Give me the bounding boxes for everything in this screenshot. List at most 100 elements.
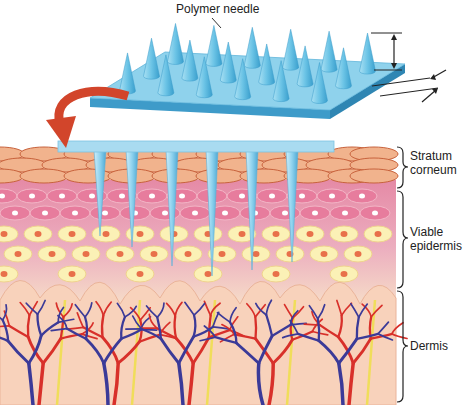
blood-vessel — [3, 305, 7, 320]
cell-nucleus — [375, 231, 382, 237]
cell-nucleus — [269, 194, 275, 199]
cell-nucleus — [185, 251, 192, 257]
blood-vessel — [29, 336, 41, 364]
corneocyte — [20, 169, 68, 183]
cell-nucleus — [239, 194, 245, 199]
epidermal-cell — [242, 246, 270, 262]
epidermal-cell — [257, 189, 287, 203]
polymer-needle — [283, 29, 299, 70]
blood-vessel — [85, 303, 92, 317]
skin-section — [0, 141, 407, 405]
epidermal-cell — [47, 189, 77, 203]
layer-bracket — [397, 291, 408, 402]
patch-base — [58, 141, 334, 152]
blood-vessel — [351, 304, 359, 318]
blood-vessel — [392, 323, 403, 334]
cell-nucleus — [307, 231, 314, 237]
blood-vessel — [104, 363, 108, 405]
blood-vessel — [266, 300, 271, 315]
polymer-needle — [235, 59, 251, 100]
epidermal-cell — [330, 206, 360, 220]
polymer-needle — [321, 31, 337, 72]
layer-bracket — [397, 191, 408, 288]
cell-nucleus — [329, 194, 335, 199]
blood-vessel — [290, 320, 298, 333]
blood-vessel — [131, 308, 141, 320]
blood-vessel — [175, 316, 177, 338]
epidermal-cell — [4, 246, 32, 262]
blood-vessel — [339, 363, 343, 405]
cell-nucleus — [137, 271, 144, 277]
epidermal-cell — [317, 189, 347, 203]
blood-vessel — [309, 306, 317, 319]
cell-nucleus — [299, 194, 305, 199]
cell-nucleus — [29, 194, 35, 199]
blood-vessel — [266, 315, 272, 336]
epidermal-cell — [150, 206, 180, 220]
cell-nucleus — [205, 271, 212, 277]
epidermal-cell — [344, 246, 372, 262]
polymer-needle — [336, 48, 352, 89]
dimension-arrow — [393, 37, 394, 66]
epidermal-cell — [0, 266, 18, 282]
epidermal-cell — [30, 206, 60, 220]
dimension-line — [380, 88, 438, 96]
dimension-line — [371, 33, 402, 34]
layer-bracket — [397, 147, 408, 188]
blood-vessel — [75, 305, 85, 317]
blood-vessel — [318, 305, 325, 319]
polymer-needle — [158, 55, 174, 96]
blood-vessel — [213, 312, 219, 327]
cell-nucleus — [35, 231, 42, 237]
dermis — [0, 280, 396, 405]
blood-vessel — [43, 339, 61, 364]
arrowhead — [430, 74, 436, 80]
layer-label: Stratum corneum — [410, 149, 467, 177]
blood-vessel — [200, 337, 215, 341]
epidermal-cell — [72, 246, 100, 262]
cell-nucleus — [117, 251, 124, 257]
blood-vessel — [283, 334, 298, 338]
epidermal-cell — [0, 226, 18, 242]
blood-vessel — [338, 315, 342, 337]
blood-vessel — [272, 325, 291, 336]
epidermal-cell — [126, 226, 154, 242]
blood-vessel — [147, 306, 158, 317]
epidermal-cell — [126, 266, 154, 282]
cell-nucleus — [219, 251, 226, 257]
cell-nucleus — [59, 194, 65, 199]
polymer-needle — [297, 46, 313, 87]
inserted-needle — [166, 150, 178, 266]
epidermal-cell — [276, 246, 304, 262]
inserted-needle — [286, 150, 298, 262]
blood-vessel — [104, 339, 122, 364]
polymer-needle — [360, 33, 376, 74]
rotation-arrow — [46, 91, 128, 148]
epidermal-cell — [262, 266, 290, 282]
epidermal-cell — [137, 189, 167, 203]
epidermal-cell — [140, 246, 168, 262]
epidermal-cell — [92, 226, 120, 242]
epidermal-cell — [17, 189, 47, 203]
epidermal-cell — [296, 226, 324, 242]
blood-vessel — [230, 322, 236, 343]
blood-vessel — [102, 316, 103, 338]
cell-nucleus — [222, 211, 228, 216]
cell-nucleus — [69, 271, 76, 277]
blood-vessel — [58, 316, 67, 329]
epidermal-cell — [24, 226, 52, 242]
blood-vessel — [133, 316, 142, 329]
cell-nucleus — [69, 231, 76, 237]
blood-vessel — [114, 363, 118, 405]
blood-vessel — [167, 303, 176, 316]
cell-nucleus — [321, 251, 328, 257]
blood-vessel — [126, 328, 142, 330]
blood-vessel — [121, 317, 125, 338]
cell-nucleus — [103, 231, 110, 237]
cell-nucleus — [0, 194, 5, 199]
epidermal-cell — [120, 206, 150, 220]
blood-vessel — [9, 326, 28, 337]
blood-vessel — [339, 339, 357, 363]
inserted-needle — [206, 150, 218, 276]
